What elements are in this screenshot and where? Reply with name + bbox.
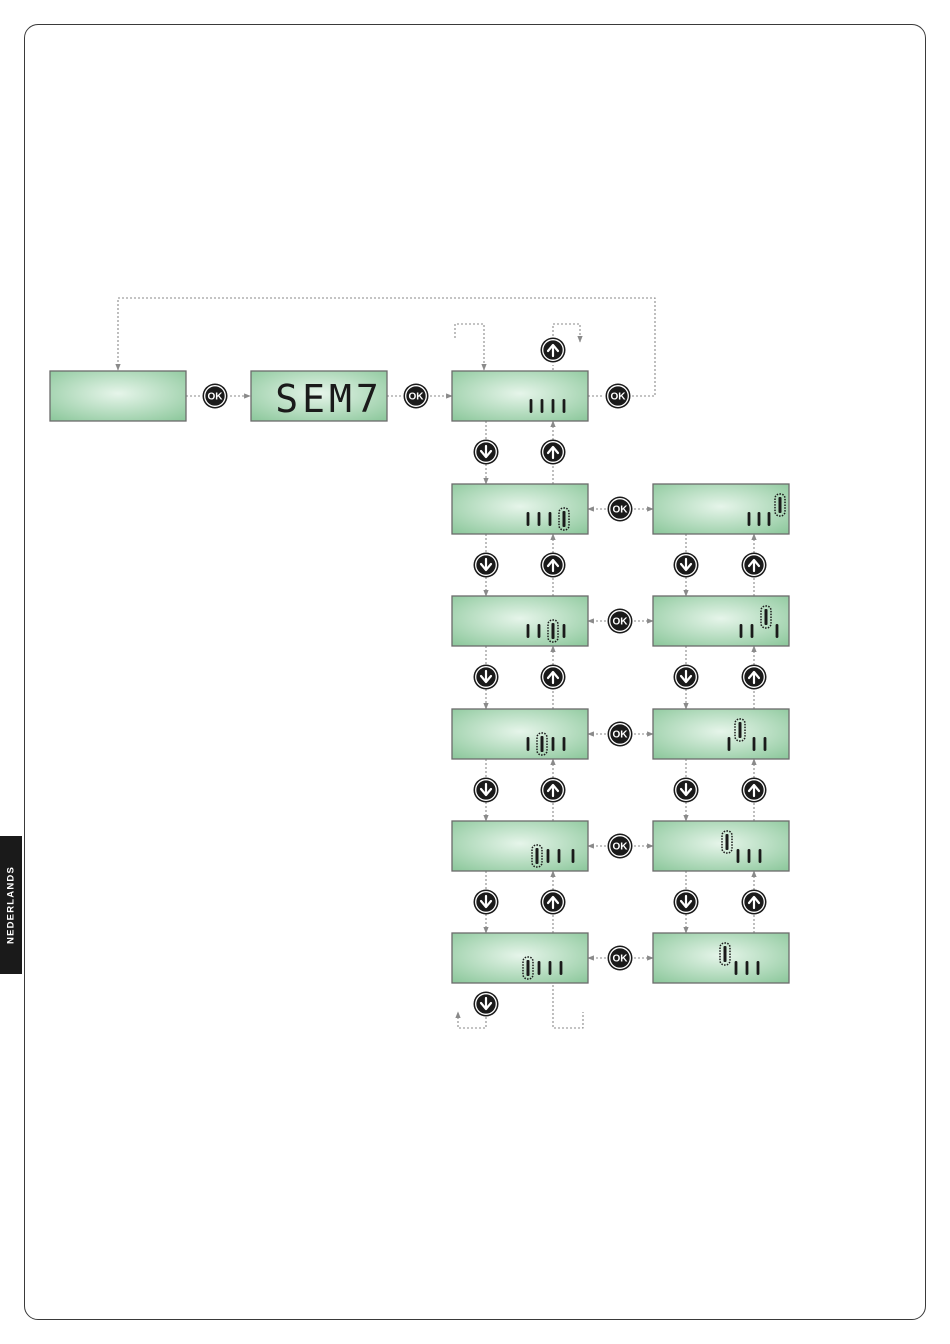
digit-segment [560,961,563,975]
ok-button-icon[interactable]: OK [608,834,633,859]
lcd-edit-left [452,596,588,646]
ok-label: OK [613,954,629,965]
digit-segment [737,849,740,863]
ok-button-icon[interactable]: OK [608,497,633,522]
digit-segment [758,512,761,526]
lcd-edit-right [653,821,789,871]
arrow-down-button-icon[interactable] [474,665,499,690]
digit-segment [748,849,751,863]
digit-segment [549,961,552,975]
digit-segment [527,512,530,526]
lcd-edit-right [653,484,789,534]
ok-label: OK [611,392,627,403]
digit-segment [764,737,767,751]
digit-segment [563,737,566,751]
digit-segment [541,399,544,413]
digit-segment [527,737,530,751]
ok-button-icon[interactable]: OK [606,384,631,409]
arrow-up-button-icon[interactable] [541,440,566,465]
digit-segment [776,624,779,638]
digit-segment [751,624,754,638]
lcd-mode: SEM7 [251,371,387,421]
ok-button-icon[interactable]: OK [608,722,633,747]
ok-label: OK [613,617,629,628]
arrow-down-button-icon[interactable] [674,778,699,803]
ok-label: OK [208,392,224,403]
digit-segment [552,399,555,413]
control-buttons: OK OK OK OK OK OK OK OK [203,338,767,1017]
arrow-up-button-icon[interactable] [541,553,566,578]
arrow-down-button-icon[interactable] [674,665,699,690]
arrow-down-button-icon[interactable] [674,553,699,578]
digit-segment [547,849,550,863]
digit-segment [538,512,541,526]
ok-button-icon[interactable]: OK [608,609,633,634]
digit-segment [558,849,561,863]
ok-label: OK [613,505,629,516]
lcd-edit-left [452,709,588,759]
arrow-down-button-icon[interactable] [474,992,499,1017]
arrow-up-button-icon[interactable] [742,553,767,578]
ok-label: OK [409,392,425,403]
digit-segment [757,961,760,975]
lcd-edit-right [653,933,789,983]
ok-label: OK [613,842,629,853]
lcd-edit-left [452,933,588,983]
ok-button-icon[interactable]: OK [608,946,633,971]
lcd-blank [50,371,186,421]
mode-readout: SEM7 [275,377,383,421]
return-line [553,985,583,1028]
lcd-edit-left [452,484,588,534]
arrow-up-button-icon[interactable] [541,890,566,915]
digit-segment [538,961,541,975]
arrow-up-button-icon[interactable] [541,778,566,803]
digit-segment [572,849,575,863]
digit-segment [563,624,566,638]
arrow-down-button-icon[interactable] [474,890,499,915]
arrow-up-button-icon[interactable] [541,665,566,690]
arrow-up-button-icon[interactable] [541,338,566,363]
arrow-down-button-icon[interactable] [474,553,499,578]
digit-segment [552,737,555,751]
digit-segment [753,737,756,751]
digit-segment [527,624,530,638]
lcd-edit-left [452,821,588,871]
lcd-start-value [452,371,588,421]
digit-segment [740,624,743,638]
arrow-down-button-icon[interactable] [674,890,699,915]
digit-segment [538,624,541,638]
arrow-down-button-icon[interactable] [474,440,499,465]
digit-segment [530,399,533,413]
arrow-up-button-icon[interactable] [742,665,767,690]
entry-line [455,324,484,370]
digit-segment [768,512,771,526]
lcd-edit-right [653,596,789,646]
digit-segment [748,512,751,526]
digit-segment [746,961,749,975]
ok-label: OK [613,730,629,741]
digit-segment [549,512,552,526]
ok-button-icon[interactable]: OK [203,384,228,409]
digit-segment [735,961,738,975]
digit-segment [759,849,762,863]
digit-segment [563,399,566,413]
arrow-up-button-icon[interactable] [742,890,767,915]
arrow-up-button-icon[interactable] [742,778,767,803]
lcd-edit-right [653,709,789,759]
digit-segment [728,737,731,751]
ok-button-icon[interactable]: OK [404,384,429,409]
arrow-down-button-icon[interactable] [474,778,499,803]
